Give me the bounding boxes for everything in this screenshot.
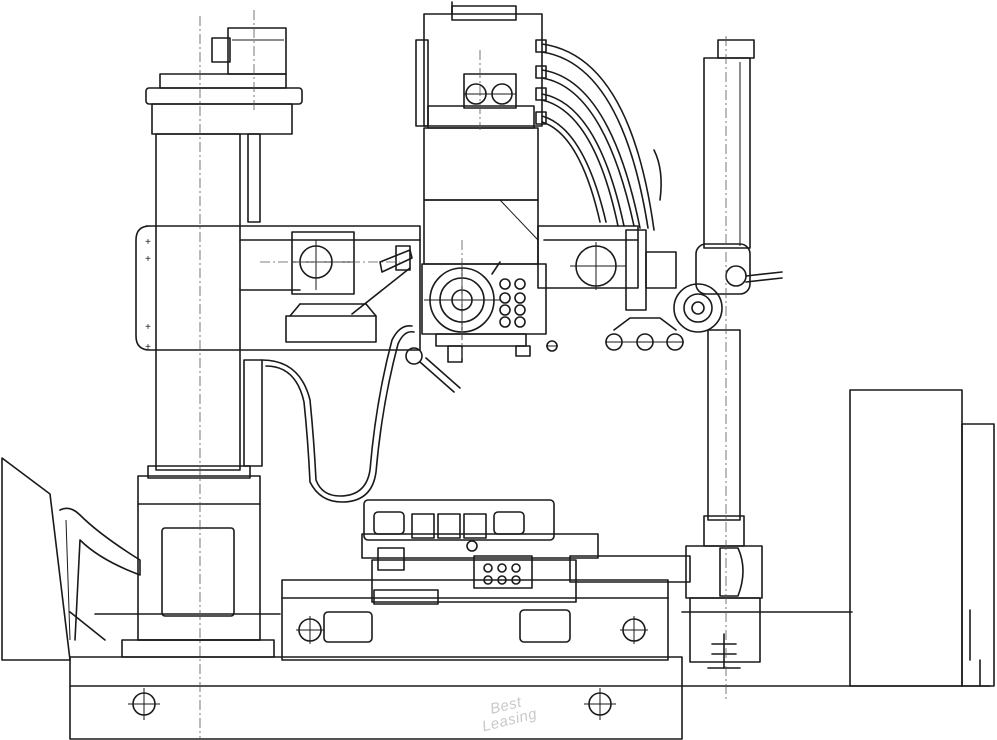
machine-table <box>281 499 691 661</box>
svg-text:+: + <box>145 343 151 354</box>
electrical-cable <box>261 324 461 503</box>
svg-text:+: + <box>145 238 151 249</box>
drilling-head <box>415 1 558 363</box>
center-lines <box>199 10 727 740</box>
hydraulic-hoses <box>535 39 662 231</box>
svg-text:+: + <box>145 255 151 266</box>
head-control-knobs <box>499 278 526 328</box>
base-anchor-bolt-right <box>584 688 616 720</box>
machine-base <box>69 613 683 740</box>
arm-right-guide <box>537 225 684 351</box>
base-anchor-bolt-left <box>128 688 160 720</box>
left-chip-guard <box>1 457 141 661</box>
svg-text:+: + <box>145 323 151 334</box>
main-column <box>145 27 303 471</box>
column-pedestal <box>137 465 261 641</box>
right-support-column <box>673 39 783 669</box>
radial-arm: + + + + <box>135 225 421 354</box>
floor-and-cabinet <box>681 389 995 687</box>
